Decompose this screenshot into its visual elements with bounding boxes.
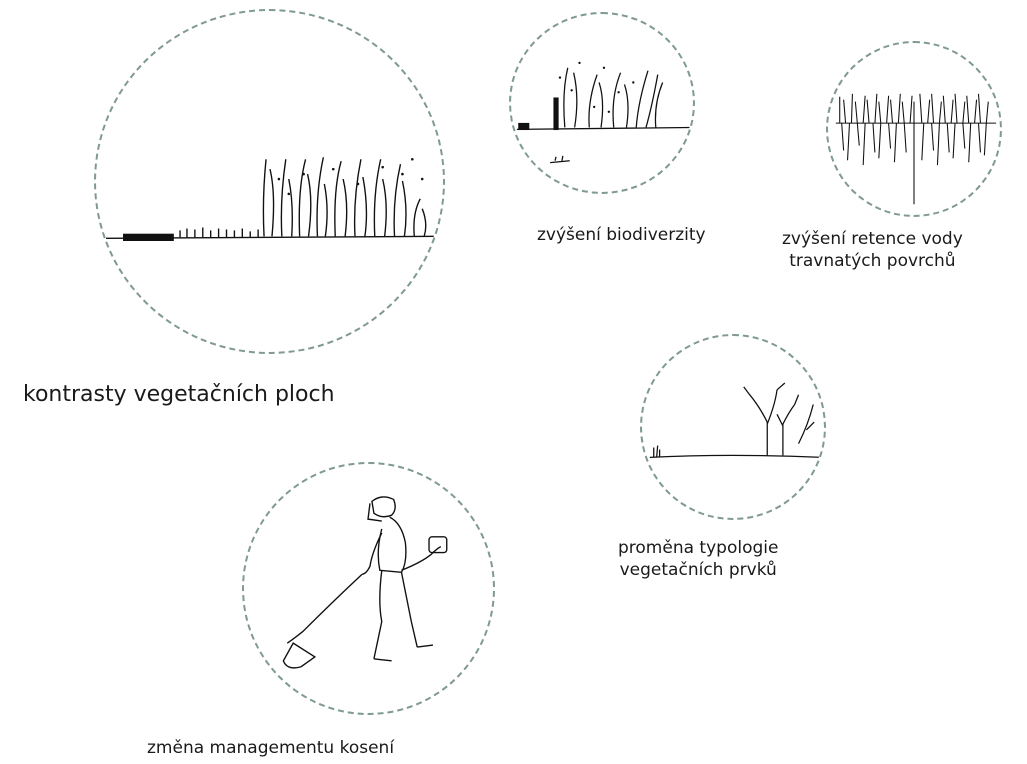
typology-sketch-circle — [640, 334, 826, 520]
grass-contrast-sketch — [96, 11, 443, 352]
contrasts-label: kontrasty vegetačních ploch — [23, 381, 335, 410]
mowing-label: změna managementu kosení — [147, 737, 394, 759]
grass-roots-sketch — [828, 43, 1000, 215]
contrasts-sketch-circle — [94, 9, 445, 354]
typology-label: proměna typologie vegetačních prvků — [618, 537, 778, 581]
retention-label: zvýšení retence vody travnatých povrchů — [782, 228, 963, 272]
meadow-sketch — [511, 14, 693, 192]
person-mowing-sketch — [244, 464, 493, 713]
biodiversity-label: zvýšení biodiverzity — [537, 224, 706, 246]
biodiversity-sketch-circle — [509, 12, 695, 194]
trees-sketch — [642, 336, 824, 518]
mowing-sketch-circle — [242, 462, 495, 715]
retention-sketch-circle — [826, 41, 1002, 217]
